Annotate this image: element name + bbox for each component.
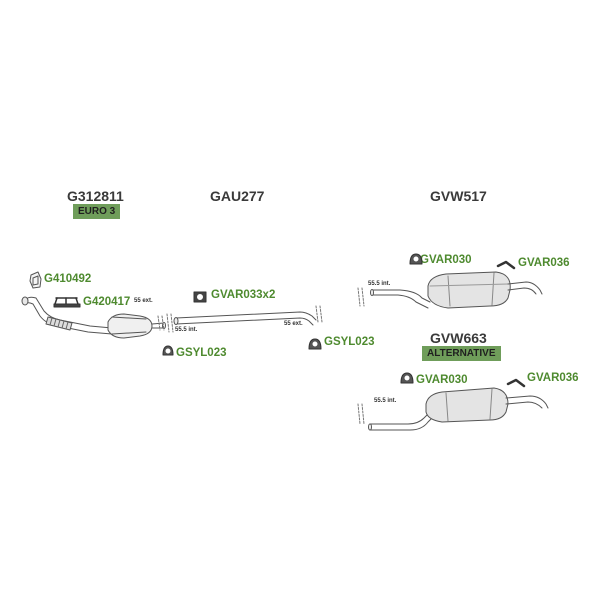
alternative-badge: ALTERNATIVE: [422, 346, 501, 361]
hanger-mid-part-label[interactable]: GVAR033x2: [211, 289, 276, 301]
gasket-part-label[interactable]: G410492: [44, 273, 92, 285]
rear-hanger-part[interactable]: [496, 260, 516, 270]
hanger-mid-part[interactable]: [193, 291, 207, 303]
clamp-part[interactable]: [53, 297, 81, 308]
rubber-mid-part-label[interactable]: GSYL023: [176, 347, 227, 359]
middle-assembly-code[interactable]: GAU277: [210, 188, 265, 204]
gasket-part[interactable]: [29, 271, 42, 289]
rear-rubber-part[interactable]: [409, 253, 423, 265]
euro3-badge: EURO 3: [73, 204, 121, 219]
rubber-right-part[interactable]: [308, 338, 322, 350]
rear-hanger-part-label[interactable]: GVAR036: [518, 257, 570, 269]
mid-int-dimension: 55.5 int.: [175, 327, 198, 333]
rear-int-dimension: 55.5 int.: [368, 281, 391, 287]
rear-rubber-part-label[interactable]: GVAR030: [420, 254, 472, 266]
alt-rear-assembly-code[interactable]: GVW663: [430, 330, 487, 346]
alt-rubber-part-label[interactable]: GVAR030: [416, 374, 468, 386]
alt-int-dimension: 55.5 int.: [374, 398, 397, 404]
front-pipe-catalyst[interactable]: [21, 296, 166, 339]
front-ext-dimension: 55 ext.: [134, 298, 153, 304]
mid-ext-dimension: 55 ext.: [284, 321, 303, 327]
rear-silencer[interactable]: [357, 271, 543, 309]
middle-pipe[interactable]: [166, 305, 323, 333]
clamp-part-label[interactable]: G420417: [83, 296, 131, 308]
alt-rear-silencer[interactable]: [357, 387, 549, 431]
rear-assembly-code[interactable]: GVW517: [430, 188, 487, 204]
alt-rubber-part[interactable]: [400, 372, 414, 384]
rubber-mid-part[interactable]: [162, 345, 174, 356]
alt-hanger-part-label[interactable]: GVAR036: [527, 372, 579, 384]
rubber-right-part-label[interactable]: GSYL023: [324, 336, 375, 348]
alt-hanger-part[interactable]: [506, 378, 526, 388]
front-assembly-code[interactable]: G312811: [67, 188, 124, 204]
